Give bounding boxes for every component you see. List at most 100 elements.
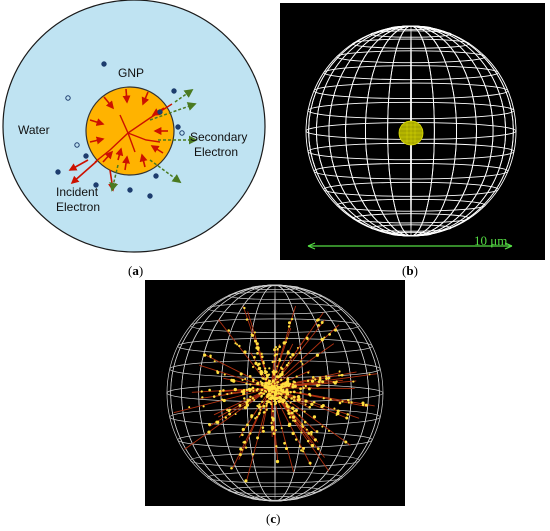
hit-point (267, 379, 272, 383)
hit-point (275, 370, 278, 373)
hit-point (277, 391, 281, 395)
hit-point (261, 355, 264, 359)
hit-point (223, 373, 226, 376)
track-line (270, 346, 276, 389)
latitude-line (313, 82, 509, 100)
hit-point (290, 318, 294, 321)
hit-point (208, 388, 211, 392)
hit-point (262, 404, 266, 408)
hit-point (245, 318, 249, 321)
hit-point (315, 430, 319, 433)
hit-point (281, 370, 284, 374)
scale-bar (307, 242, 513, 250)
hit-point (279, 378, 283, 382)
hit-point (265, 402, 268, 405)
latitude-line (207, 471, 343, 484)
hit-point (255, 342, 259, 346)
hit-point (307, 371, 310, 374)
hit-point (249, 383, 252, 386)
hit-point (228, 408, 231, 411)
hit-point (338, 370, 341, 373)
hit-point (346, 413, 350, 416)
hit-point (274, 389, 277, 392)
hit-point (262, 377, 265, 380)
caption-b: (b) (402, 263, 418, 278)
hit-point (323, 336, 326, 339)
hit-point (289, 355, 292, 359)
hit-point (248, 374, 252, 378)
hit-point (335, 380, 338, 383)
hit-point (263, 389, 267, 392)
track-line (270, 324, 340, 389)
track-line (270, 387, 312, 466)
hit-point (232, 378, 235, 382)
hit-point (268, 393, 271, 396)
hit-point (341, 400, 344, 403)
hit-point (329, 398, 332, 401)
hit-point (263, 392, 266, 395)
hit-point (256, 436, 260, 440)
hit-point (350, 401, 353, 404)
hit-point (250, 333, 253, 336)
hit-point (255, 415, 258, 419)
hit-point (296, 346, 299, 349)
hit-point (282, 341, 286, 345)
hit-point (269, 401, 272, 404)
hit-point (274, 345, 277, 349)
hit-point (208, 422, 212, 427)
hit-point (275, 459, 280, 464)
hit-point (287, 361, 290, 365)
hit-point (274, 401, 277, 404)
hit-point (216, 420, 220, 424)
hit-point (277, 387, 280, 390)
hit-point (288, 416, 292, 419)
hit-point (283, 441, 286, 445)
hit-point (250, 415, 253, 419)
hit-point (254, 417, 257, 420)
hit-point (278, 359, 282, 362)
hit-point (294, 409, 298, 413)
hit-point (347, 401, 350, 404)
hit-point (287, 411, 291, 415)
hit-point (221, 398, 224, 401)
hit-point (310, 430, 313, 434)
hit-point (265, 395, 269, 399)
hit-point (251, 397, 254, 400)
latitude-line (190, 453, 360, 468)
hit-point (288, 382, 292, 386)
hit-point (262, 360, 265, 363)
hit-point (301, 424, 304, 427)
panel-c-svg (166, 284, 384, 502)
hit-point (310, 379, 315, 383)
hit-point (287, 393, 290, 396)
hit-point (202, 405, 205, 408)
hit-point (265, 404, 268, 407)
panel-a-schematic: GNP Water Secondary Electron Incident El… (0, 0, 270, 262)
hit-point (227, 329, 231, 332)
hit-point (318, 384, 321, 387)
hit-point (282, 398, 286, 403)
latitude-line (313, 162, 509, 180)
hit-point (241, 433, 244, 437)
hit-point (290, 411, 294, 415)
scale-label: 10 μm (474, 233, 507, 248)
hit-point (243, 397, 246, 400)
hit-point (273, 382, 276, 385)
hit-point (294, 438, 298, 441)
hit-point (288, 422, 292, 426)
hit-point (267, 373, 271, 376)
hit-point (313, 438, 317, 442)
caption-c: (c) (266, 511, 281, 526)
hit-point (289, 401, 292, 404)
hit-point (264, 378, 268, 381)
hit-point (274, 378, 277, 381)
track-line (209, 387, 272, 427)
hit-point (292, 395, 296, 399)
hit-point (310, 402, 314, 407)
hit-point (269, 387, 272, 390)
wireframe-sphere-c (166, 284, 384, 502)
hit-point (282, 391, 285, 394)
hit-point (285, 382, 288, 386)
hit-point (275, 353, 279, 356)
hit-point (246, 423, 249, 427)
